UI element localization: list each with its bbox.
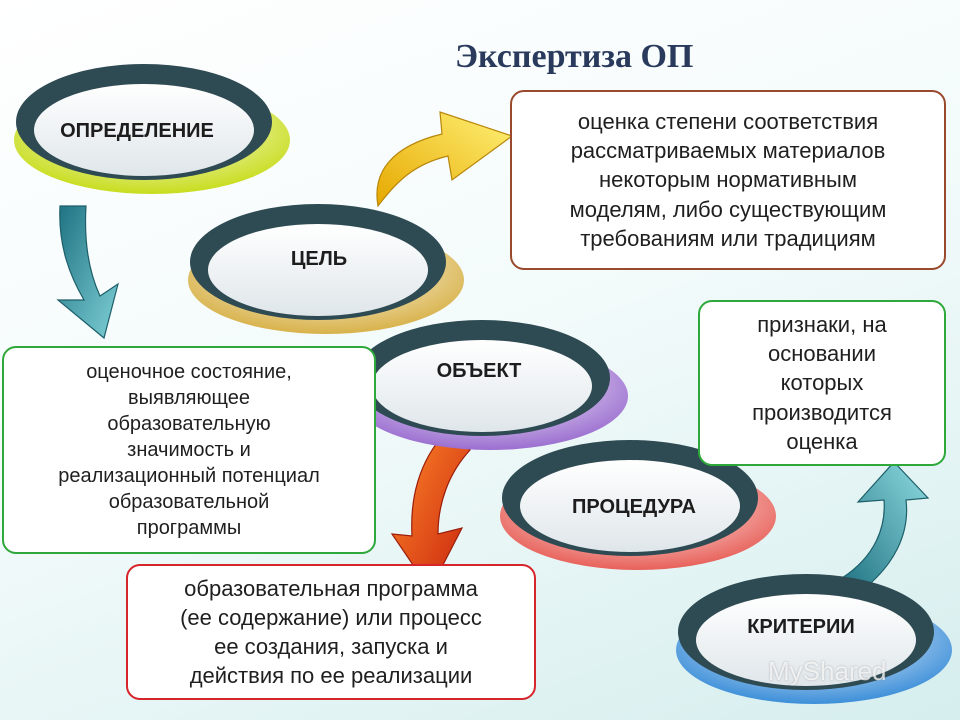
goal-box: оценочное состояние, выявляющее образова… [2, 346, 376, 554]
criteria-box: признаки, на основании которых производи… [698, 300, 946, 466]
watermark: MyShared [768, 656, 887, 686]
disc-icon [14, 64, 290, 194]
box-line: некоторым нормативным [599, 167, 857, 193]
disc-top [34, 84, 254, 176]
page-title: Экспертиза ОП [455, 38, 694, 75]
stage-definition: ОПРЕДЕЛЕНИЕ [2, 40, 292, 200]
box-line: основании [767, 341, 876, 367]
stage-criteria: КРИТЕРИИ [664, 550, 954, 710]
box-line: требованиям или традициям [580, 225, 876, 251]
stage-label: ОБЪЕКТ [436, 360, 522, 382]
disc-top [696, 594, 916, 686]
stage-label: КРИТЕРИИ [747, 616, 855, 638]
box-line: образовательную [107, 413, 271, 435]
box-line: моделям, либо существующим [569, 196, 887, 222]
box-line: которых [780, 370, 864, 396]
stage-label: ПРОЦЕДУРА [572, 496, 696, 518]
box-line: образовательной [108, 491, 270, 513]
disc-top [372, 340, 592, 432]
box-line: признаки, на [757, 312, 887, 338]
box-line: оценка степени соответствия [577, 109, 879, 135]
teal-arrow-down-icon [56, 205, 119, 340]
stage-goal: ЦЕЛЬ [176, 180, 466, 340]
box-line: оценка [786, 428, 858, 454]
stage-label: ОПРЕДЕЛЕНИЕ [60, 120, 214, 142]
stage-label: ЦЕЛЬ [290, 248, 348, 270]
box-line: (ее содержание) или процесс [180, 604, 482, 630]
disc-icon [500, 440, 776, 570]
box-line: ее создания, запуска и [214, 634, 448, 659]
box-line: производится [752, 399, 892, 425]
box-line: образовательная программа [184, 575, 478, 601]
box-line: значимость и [127, 439, 251, 461]
stage-procedure: ПРОЦЕДУРА [488, 416, 778, 576]
disc-top [208, 224, 428, 316]
box-line: программы [136, 517, 242, 539]
box-line: рассматриваемых материалов [570, 138, 886, 164]
disc-icon [188, 204, 464, 334]
definition-box: оценка степени соответствия рассматривае… [510, 90, 946, 270]
box-line: действия по ее реализации [189, 663, 473, 689]
disc-icon [676, 574, 952, 704]
object-box: образовательная программа (ее содержание… [126, 564, 536, 700]
box-line: реализационный потенциал [58, 465, 320, 487]
stage-object: ОБЪЕКТ [340, 296, 630, 456]
disc-top [520, 460, 740, 552]
box-line: оценочное состояние, [86, 361, 292, 383]
disc-icon [352, 320, 628, 450]
box-line: выявляющее [128, 387, 250, 409]
